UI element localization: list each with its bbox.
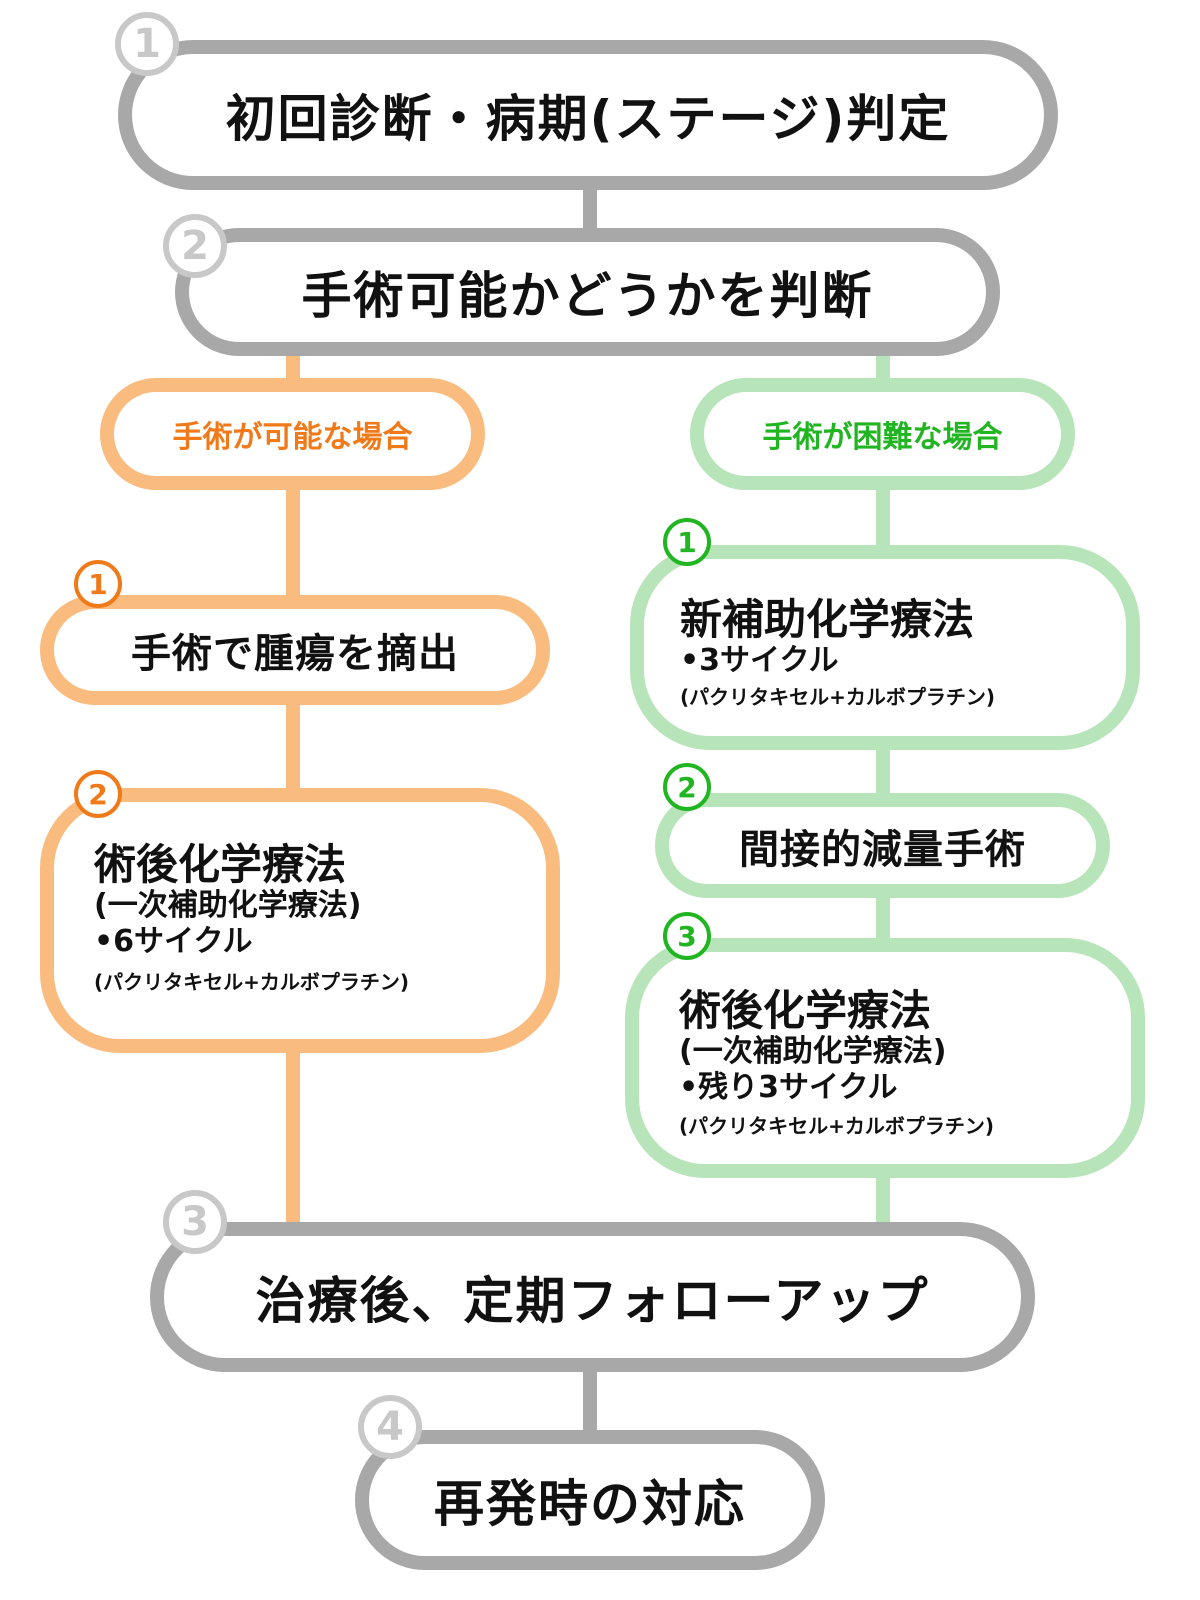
right-item2-box: 間接的減量手術 xyxy=(655,793,1110,898)
right-item3-regimen: (パクリタキセル+カルボプラチン) xyxy=(679,1114,995,1139)
connector-right-item1-item2 xyxy=(876,745,890,800)
right-item3-number-badge: 3 xyxy=(663,912,711,960)
step3-box: 治療後、定期フォローアップ xyxy=(150,1222,1035,1372)
left-item1-number-badge: 1 xyxy=(74,560,122,608)
connector-right-item2-item3 xyxy=(876,895,890,945)
step4-number-badge: 4 xyxy=(358,1395,422,1459)
connector-right-label-item1 xyxy=(876,485,890,555)
right-item3-box: 術後化学療法 (一次補助化学療法) •残り3サイクル (パクリタキセル+カルボプ… xyxy=(625,938,1145,1178)
step4-box: 再発時の対応 xyxy=(355,1430,825,1570)
step3-label: 治療後、定期フォローアップ xyxy=(255,1272,930,1330)
right-item3-subtitle: (一次補助化学療法) xyxy=(679,1034,947,1070)
connector-left-item2-step3 xyxy=(286,1045,300,1230)
right-item1-box: 新補助化学療法 •3サイクル (パクリタキセル+カルボプラチン) xyxy=(630,545,1140,750)
left-item2-subtitle: (一次補助化学療法) xyxy=(94,888,362,924)
step4-label: 再発時の対応 xyxy=(434,1475,746,1533)
right-item1-regimen: (パクリタキセル+カルボプラチン) xyxy=(680,685,996,710)
left-item2-number-badge: 2 xyxy=(74,770,122,818)
step2-number-badge: 2 xyxy=(163,214,227,278)
connector-left-label-item1 xyxy=(286,485,300,600)
right-item1-title: 新補助化学療法 xyxy=(680,595,975,644)
connector-step3-step4 xyxy=(583,1365,597,1435)
left-item1-title: 手術で腫瘍を摘出 xyxy=(131,631,459,677)
connector-step1-step2 xyxy=(583,185,597,235)
right-item3-title: 術後化学療法 xyxy=(679,986,932,1035)
left-item2-title: 術後化学療法 xyxy=(94,840,347,889)
right-item2-title: 間接的減量手術 xyxy=(739,826,1026,873)
right-item2-number-badge: 2 xyxy=(663,763,711,811)
right-branch-label-box: 手術が困難な場合 xyxy=(690,378,1075,490)
step2-box: 手術可能かどうかを判断 xyxy=(175,228,1000,356)
left-item2-box: 術後化学療法 (一次補助化学療法) •6サイクル (パクリタキセル+カルボプラチ… xyxy=(40,788,560,1053)
right-item1-detail: •3サイクル xyxy=(680,643,839,679)
left-item1-box: 手術で腫瘍を摘出 xyxy=(40,595,550,705)
step1-number-badge: 1 xyxy=(115,12,179,76)
connector-left-item1-item2 xyxy=(286,700,300,795)
left-branch-label: 手術が可能な場合 xyxy=(172,420,413,455)
left-item2-detail: •6サイクル xyxy=(94,924,253,960)
step3-number-badge: 3 xyxy=(163,1190,227,1254)
connector-right-item3-step3 xyxy=(876,1170,890,1230)
right-item3-detail: •残り3サイクル xyxy=(679,1070,898,1106)
right-item1-number-badge: 1 xyxy=(663,518,711,566)
right-branch-label: 手術が困難な場合 xyxy=(762,420,1003,455)
left-branch-label-box: 手術が可能な場合 xyxy=(100,378,485,490)
left-item2-regimen: (パクリタキセル+カルボプラチン) xyxy=(94,970,410,995)
step1-box: 初回診断・病期(ステージ)判定 xyxy=(118,40,1058,190)
step2-label: 手術可能かどうかを判断 xyxy=(301,267,874,325)
step1-label: 初回診断・病期(ステージ)判定 xyxy=(225,90,951,148)
